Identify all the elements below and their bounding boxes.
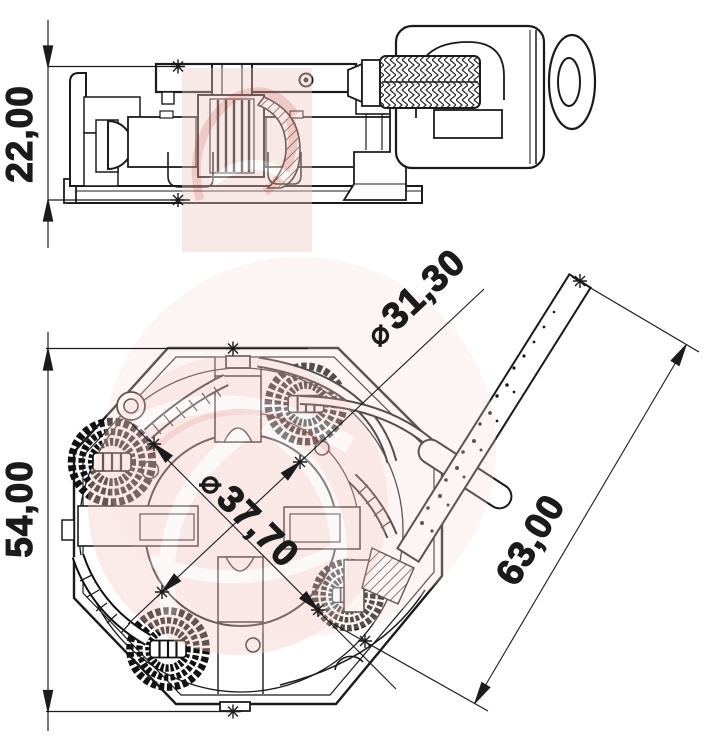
front-view xyxy=(61,272,592,712)
watermark-stamp-top xyxy=(182,68,312,252)
extension-star-marker xyxy=(170,192,186,208)
extension-star-marker xyxy=(357,633,373,649)
extension-star-marker xyxy=(572,273,588,289)
shunt-strap-lower-left xyxy=(71,553,152,646)
watermark-stamp-front xyxy=(104,257,496,637)
dimension-side-height: 22,00 xyxy=(0,20,190,248)
dimension-arrow xyxy=(42,45,54,68)
extension-star-marker xyxy=(225,340,241,357)
extension-star-marker xyxy=(146,436,162,452)
side-view xyxy=(63,24,597,204)
flex-braid-lower-right xyxy=(279,473,426,686)
extension-star-marker xyxy=(310,602,326,618)
dimension-arrow xyxy=(470,682,491,706)
hatched-arm xyxy=(256,96,301,189)
extension-star-marker xyxy=(292,454,308,470)
extension-star-marker xyxy=(154,584,170,600)
center-brush-block xyxy=(197,94,265,178)
dimension-label-front-height: 54,00 xyxy=(0,460,40,558)
ring-terminal xyxy=(547,33,597,131)
dimension-label-side-height: 22,00 xyxy=(0,85,40,183)
ring-terminal-hole xyxy=(557,57,581,107)
dimension-arrow xyxy=(42,348,54,371)
watermark xyxy=(88,68,496,655)
dimension-front-height: 54,00 xyxy=(0,332,308,731)
center-tower xyxy=(211,63,253,96)
housing-outline xyxy=(72,346,444,706)
rail-hole xyxy=(298,72,314,88)
top-rail xyxy=(154,62,358,94)
dimension-arrow xyxy=(42,199,54,222)
dimension-arrow xyxy=(670,342,691,366)
brush-windows xyxy=(77,357,361,694)
shunt-strap-upper-left xyxy=(143,374,229,439)
left-wall xyxy=(69,72,87,187)
spring-arm-upper-right xyxy=(257,356,513,510)
extension-star-marker xyxy=(170,58,186,75)
extension-star-marker xyxy=(225,703,241,720)
dimension-arrow xyxy=(42,689,54,713)
